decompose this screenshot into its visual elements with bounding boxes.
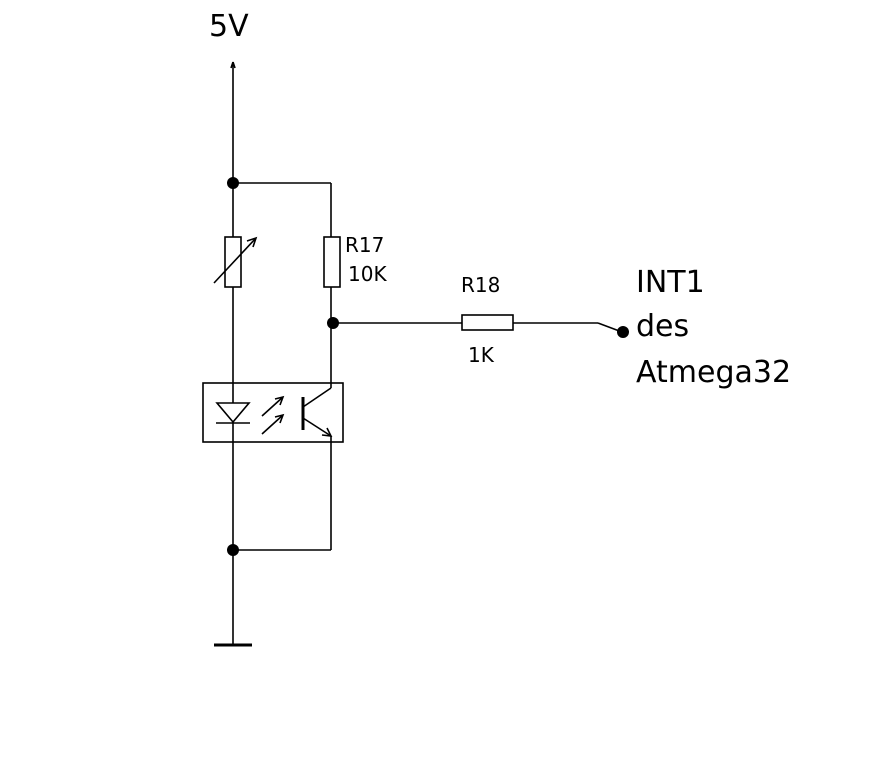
- r18-name: R18: [461, 273, 500, 297]
- output-label-line1: INT1: [636, 265, 705, 300]
- bottom-wires: [232, 442, 332, 645]
- r18-value: 1K: [468, 343, 495, 367]
- r17-name: R17: [345, 233, 384, 257]
- r17-value: 10K: [348, 262, 387, 286]
- output-label-line3: Atmega32: [636, 355, 791, 390]
- output-label-line2: des: [636, 309, 689, 344]
- signal-wire-right: [513, 322, 623, 333]
- r17-resistor: [323, 236, 341, 323]
- r18-resistor: [461, 314, 514, 331]
- variable-resistor-icon: [213, 183, 258, 383]
- supply-arrow-icon: [230, 61, 236, 183]
- junction-bottom: [227, 544, 239, 556]
- supply-label: 5V: [209, 9, 249, 44]
- optocoupler-icon: [202, 323, 344, 443]
- output-terminal: [617, 326, 629, 338]
- top-wires: [233, 182, 332, 237]
